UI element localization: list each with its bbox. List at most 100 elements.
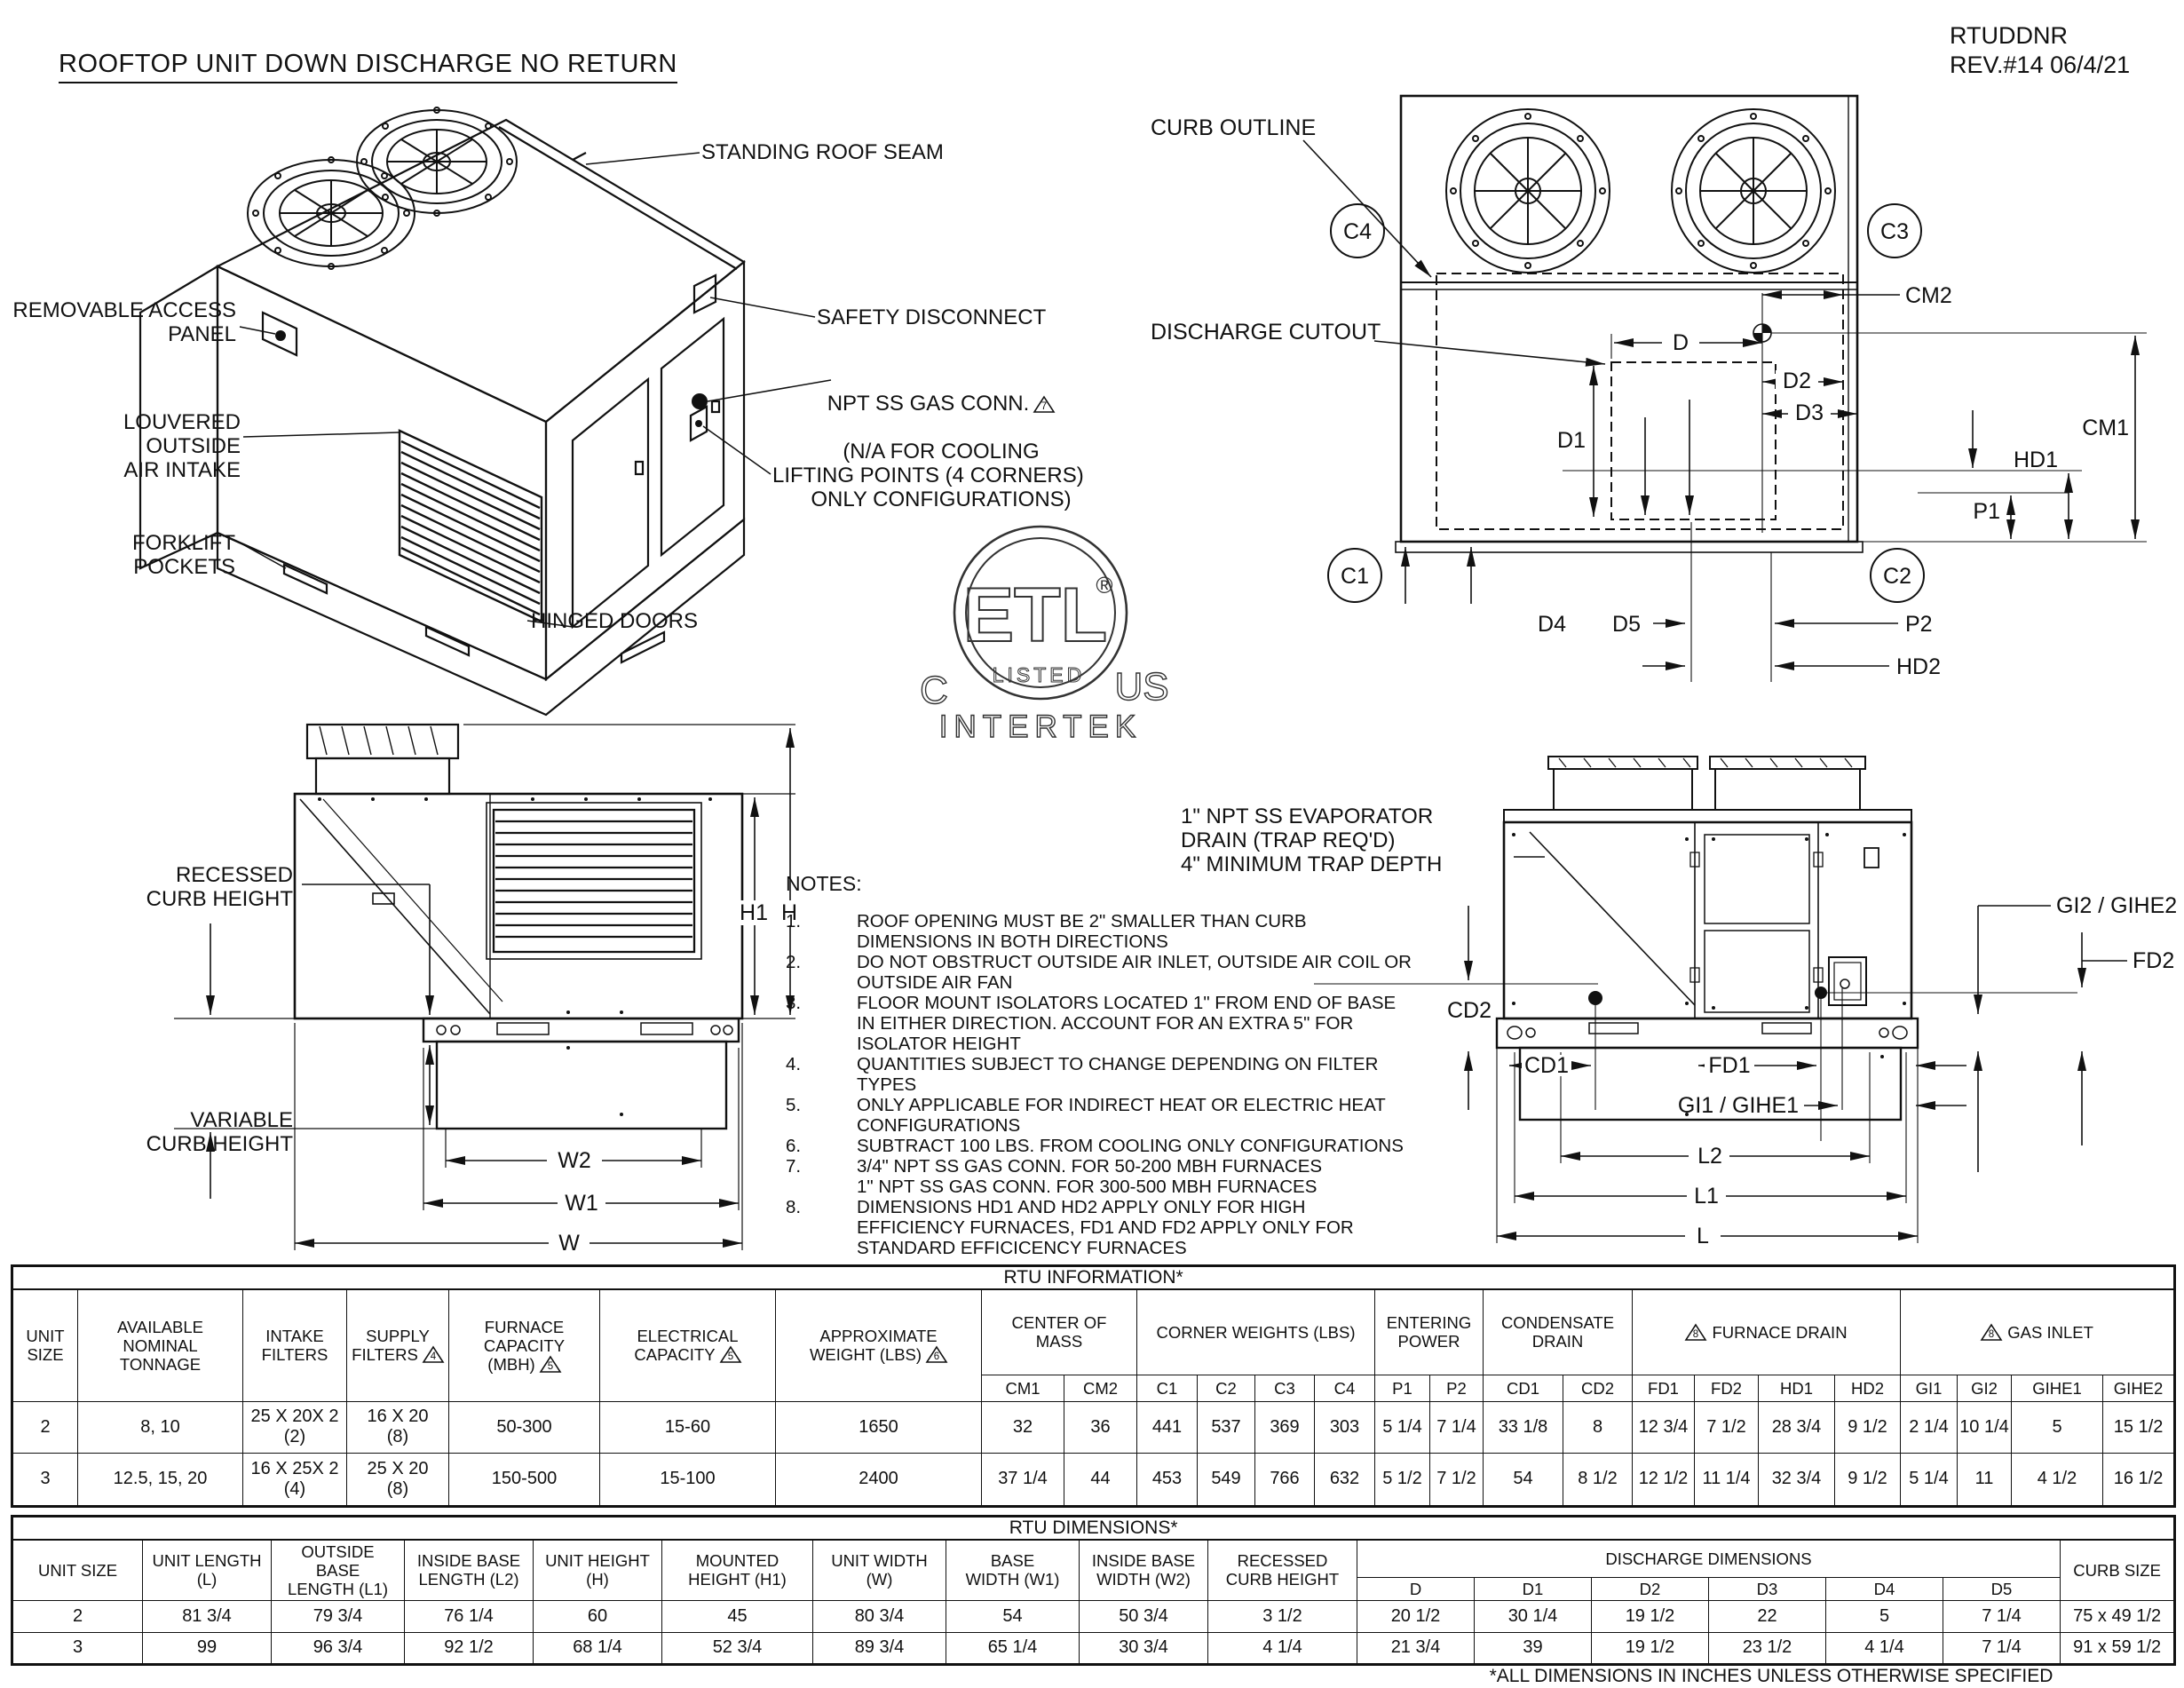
note-text: QUANTITIES SUBJECT TO CHANGE DEPENDING O… — [857, 1054, 1379, 1095]
cell: 50-300 — [448, 1400, 600, 1454]
header-cell: HD2 — [1834, 1374, 1901, 1402]
note-text: FLOOR MOUNT ISOLATORS LOCATED 1" FROM EN… — [857, 993, 1397, 1054]
cell: 5 1/4 — [1374, 1400, 1430, 1454]
cell: 20 1/2 — [1357, 1599, 1475, 1633]
callout-recessed-curb-height: RECESSED CURB HEIGHT — [146, 863, 293, 911]
header-cell: MOUNTED HEIGHT (H1) — [661, 1539, 813, 1601]
dim-label-w: W — [558, 1231, 580, 1256]
header-cell: UNIT LENGTH (L) — [142, 1539, 272, 1601]
intertek-text: INTERTEK — [939, 709, 1142, 744]
dimension-lines — [1464, 856, 2127, 1240]
cell: 99 — [142, 1631, 272, 1665]
svg-text:8: 8 — [1693, 1329, 1698, 1340]
header-cell: GI2 — [1957, 1374, 2012, 1402]
fan-icon — [356, 107, 518, 217]
note-number: 5. — [786, 1095, 802, 1115]
note-triangle-icon: 6 — [925, 1345, 948, 1364]
front-coil-grid — [492, 808, 696, 954]
note-text: ROOF OPENING MUST BE 2" SMALLER THAN CUR… — [857, 911, 1307, 952]
callout-variable-curb-height: VARIABLE CURB HEIGHT — [146, 1108, 293, 1156]
cell: 303 — [1314, 1400, 1375, 1454]
header-cell: CD1 — [1483, 1374, 1563, 1402]
note-text: DO NOT OBSTRUCT OUTSIDE AIR INLET, OUTSI… — [857, 952, 1412, 993]
cell: 2 1/4 — [1900, 1400, 1958, 1454]
svg-text:5: 5 — [727, 1351, 732, 1362]
cell: 75 x 49 1/2 — [2059, 1599, 2176, 1633]
registered-icon: ® — [1096, 572, 1112, 598]
dim-label-w1: W1 — [565, 1191, 598, 1216]
cell: 12 3/4 — [1632, 1400, 1695, 1454]
header-cell: C1 — [1136, 1374, 1198, 1402]
callout-louvered-intake: LOUVERED OUTSIDE AIR INTAKE — [123, 410, 241, 482]
header-cell: INSIDE BASE WIDTH (W2) — [1079, 1539, 1208, 1601]
dim-label-gi2: GI2 / GIHE2 — [2056, 893, 2177, 918]
cell: 25 X 20X 2 (2) — [242, 1400, 347, 1454]
drain-fittings — [1512, 833, 1906, 1116]
dim-label-h: H — [781, 900, 797, 925]
dim-label-h1: H1 — [740, 900, 768, 925]
cell: 632 — [1314, 1452, 1375, 1507]
cell: 21 3/4 — [1357, 1631, 1475, 1665]
etl-mark: ETL — [963, 573, 1107, 658]
cell: 54 — [1483, 1452, 1563, 1507]
cell: 9 1/2 — [1834, 1400, 1901, 1454]
dim-label-d2: D2 — [1783, 369, 1811, 393]
cell: 39 — [1474, 1631, 1592, 1665]
cell: 89 3/4 — [812, 1631, 946, 1665]
cell: 5 1/4 — [1900, 1452, 1958, 1507]
gas-conn-line3: ONLY CONFIGURATIONS) — [811, 487, 1072, 511]
header-cell: GIHE2 — [2101, 1374, 2176, 1402]
footnote: *ALL DIMENSIONS IN INCHES UNLESS OTHERWI… — [1489, 1666, 2053, 1686]
cell: 537 — [1197, 1400, 1255, 1454]
dim-label-d4: D4 — [1538, 612, 1566, 637]
table-title: RTU DIMENSIONS* — [11, 1516, 2176, 1541]
cell: 28 3/4 — [1758, 1400, 1835, 1454]
header-cell: C4 — [1314, 1374, 1375, 1402]
note-number: 7 — [1041, 401, 1047, 412]
cell: 45 — [661, 1599, 813, 1633]
cell: 76 1/4 — [404, 1599, 534, 1633]
dim-label-cm1: CM1 — [2082, 416, 2129, 440]
note-item: 7.3/4" NPT SS GAS CONN. FOR 50-200 MBH F… — [786, 1156, 1469, 1197]
fan-icon — [1671, 108, 1836, 273]
cell: 81 3/4 — [142, 1599, 272, 1633]
svg-text:8: 8 — [1989, 1329, 1994, 1340]
table-title: RTU INFORMATION* — [11, 1265, 2176, 1290]
note-triangle-icon: 5 — [539, 1355, 562, 1374]
header-cell: APPROXIMATE WEIGHT (LBS)6 — [775, 1288, 982, 1402]
curb-outline-dashed — [1436, 273, 1844, 530]
iso-view-drawing — [138, 107, 832, 717]
callout-standing-roof-seam: STANDING ROOF SEAM — [701, 140, 944, 164]
cell: 5 1/2 — [1374, 1452, 1430, 1507]
cell: 60 — [533, 1599, 662, 1633]
callout-evaporator-drain: 1" NPT SS EVAPORATOR DRAIN (TRAP REQ'D) … — [1181, 804, 1443, 876]
note-number: 1. — [786, 911, 802, 931]
header-cell: CURB SIZE — [2059, 1539, 2176, 1601]
fan-icon — [1445, 108, 1610, 273]
cell: 36 — [1064, 1400, 1137, 1454]
model-number: RTUDDNR — [1950, 22, 2068, 49]
dim-label-fd2: FD2 — [2133, 948, 2174, 973]
header-group-cell: CORNER WEIGHTS (LBS) — [1136, 1288, 1375, 1375]
dimension-lines — [206, 728, 795, 1248]
cell: 1650 — [775, 1400, 982, 1454]
cell: 65 1/4 — [946, 1631, 1080, 1665]
note-triangle-icon: 5 — [719, 1345, 742, 1364]
cell: 7 1/2 — [1694, 1400, 1759, 1454]
gas-conn-line1: NPT SS GAS CONN. — [827, 392, 1030, 416]
cell: 453 — [1136, 1452, 1198, 1507]
header-cell: GI1 — [1900, 1374, 1958, 1402]
page-title: ROOFTOP UNIT DOWN DISCHARGE NO RETURN — [59, 50, 677, 83]
dim-label-w2: W2 — [558, 1148, 591, 1173]
header-cell: HD1 — [1758, 1374, 1835, 1402]
note-item: 5.ONLY APPLICABLE FOR INDIRECT HEAT OR E… — [786, 1095, 1469, 1136]
cell: 37 1/4 — [981, 1452, 1064, 1507]
cell: 2400 — [775, 1452, 982, 1507]
cell: 3 — [12, 1452, 78, 1507]
header-cell: GIHE1 — [2011, 1374, 2103, 1402]
notes-heading: NOTES: — [786, 872, 862, 895]
